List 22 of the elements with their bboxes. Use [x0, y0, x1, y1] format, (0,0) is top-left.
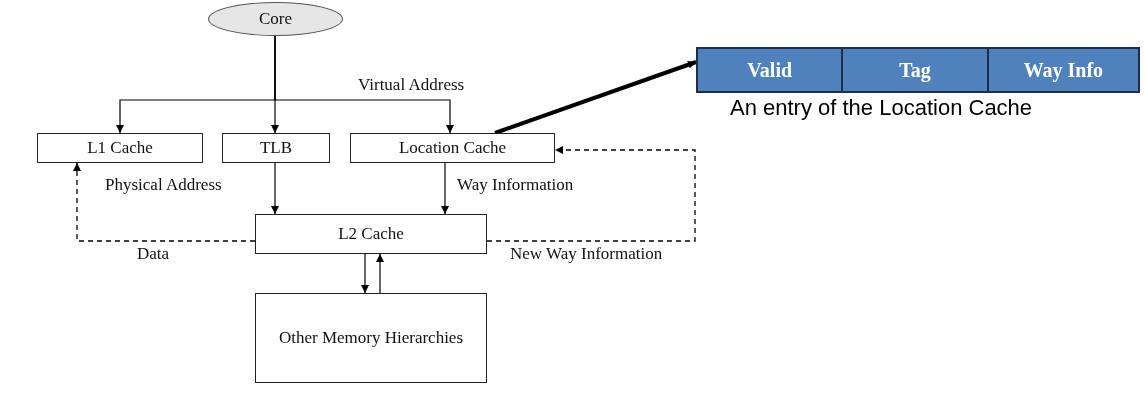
arrow: [271, 162, 279, 215]
process-box: L1 Cache: [37, 133, 203, 163]
table-caption: An entry of the Location Cache: [730, 95, 1033, 121]
field-cell: Valid: [698, 49, 842, 91]
process-box: TLB: [222, 133, 330, 163]
core-ellipse: Core: [208, 2, 343, 36]
process-box: Location Cache: [350, 133, 555, 163]
field-cell: Way Info: [986, 49, 1138, 91]
arrow: [494, 60, 697, 135]
process-box: Other Memory Hierarchies: [255, 293, 487, 383]
arrow: [361, 253, 369, 294]
arrow: [73, 162, 256, 242]
field-cell: Tag: [841, 49, 987, 91]
arrow: [441, 162, 449, 215]
edge-label: Way Information: [457, 176, 574, 195]
arrow: [274, 35, 454, 134]
arrow: [376, 253, 384, 294]
arrow: [486, 146, 696, 242]
edge-label: New Way Information: [510, 245, 663, 264]
process-box: L2 Cache: [255, 214, 487, 254]
edge-label: Physical Address: [105, 176, 222, 195]
entry-table: [696, 47, 1140, 93]
